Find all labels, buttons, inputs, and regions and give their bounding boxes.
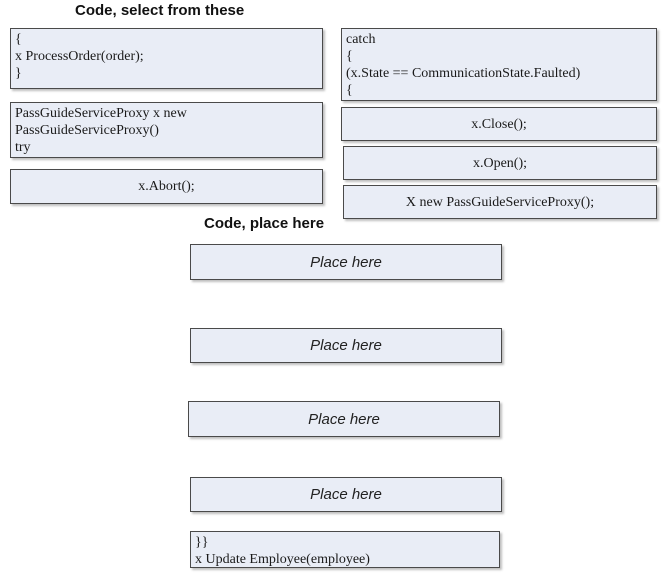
drop-target-label: Place here <box>310 337 382 354</box>
code-line: }} <box>195 535 209 550</box>
code-line: try <box>15 140 31 155</box>
code-block-new-proxy[interactable]: X new PassGuideServiceProxy(); <box>343 185 657 219</box>
drop-target-4[interactable]: Place here <box>190 477 502 512</box>
code-line: X new PassGuideServiceProxy(); <box>405 194 595 210</box>
code-line: x.Close(); <box>471 116 527 132</box>
code-line: PassGuideServiceProxy() <box>15 123 159 138</box>
code-line: { <box>346 49 353 64</box>
code-line: catch <box>346 32 376 47</box>
code-block-close[interactable]: x.Close(); <box>341 107 657 141</box>
code-block-open[interactable]: x.Open(); <box>343 146 657 180</box>
code-line: x Update Employee(employee) <box>195 552 370 567</box>
code-line: PassGuideServiceProxy x new <box>15 106 187 121</box>
drop-target-1[interactable]: Place here <box>190 244 502 280</box>
place-heading: Code, place here <box>204 215 325 232</box>
code-block-abort[interactable]: x.Abort(); <box>10 169 323 204</box>
code-line: { <box>346 83 353 98</box>
code-block-process-order[interactable]: { x ProcessOrder(order); } <box>10 28 323 89</box>
code-line: } <box>15 66 22 81</box>
code-block-proxy-try[interactable]: PassGuideServiceProxy x new PassGuideSer… <box>10 102 323 158</box>
drop-target-2[interactable]: Place here <box>190 328 502 363</box>
code-line: (x.State == CommunicationState.Faulted) <box>346 66 581 81</box>
select-heading: Code, select from these <box>75 2 245 19</box>
code-block-update-employee: }} x Update Employee(employee) <box>190 531 500 568</box>
code-line: x ProcessOrder(order); <box>15 49 144 64</box>
code-line: x.Open(); <box>472 155 528 171</box>
code-line: x.Abort(); <box>138 179 195 194</box>
drop-target-3[interactable]: Place here <box>188 401 500 437</box>
drop-target-label: Place here <box>310 253 382 271</box>
drop-target-label: Place here <box>310 486 382 503</box>
code-block-catch-faulted[interactable]: catch { (x.State == CommunicationState.F… <box>341 28 657 101</box>
code-line: { <box>15 32 22 47</box>
drop-target-label: Place here <box>308 410 380 428</box>
